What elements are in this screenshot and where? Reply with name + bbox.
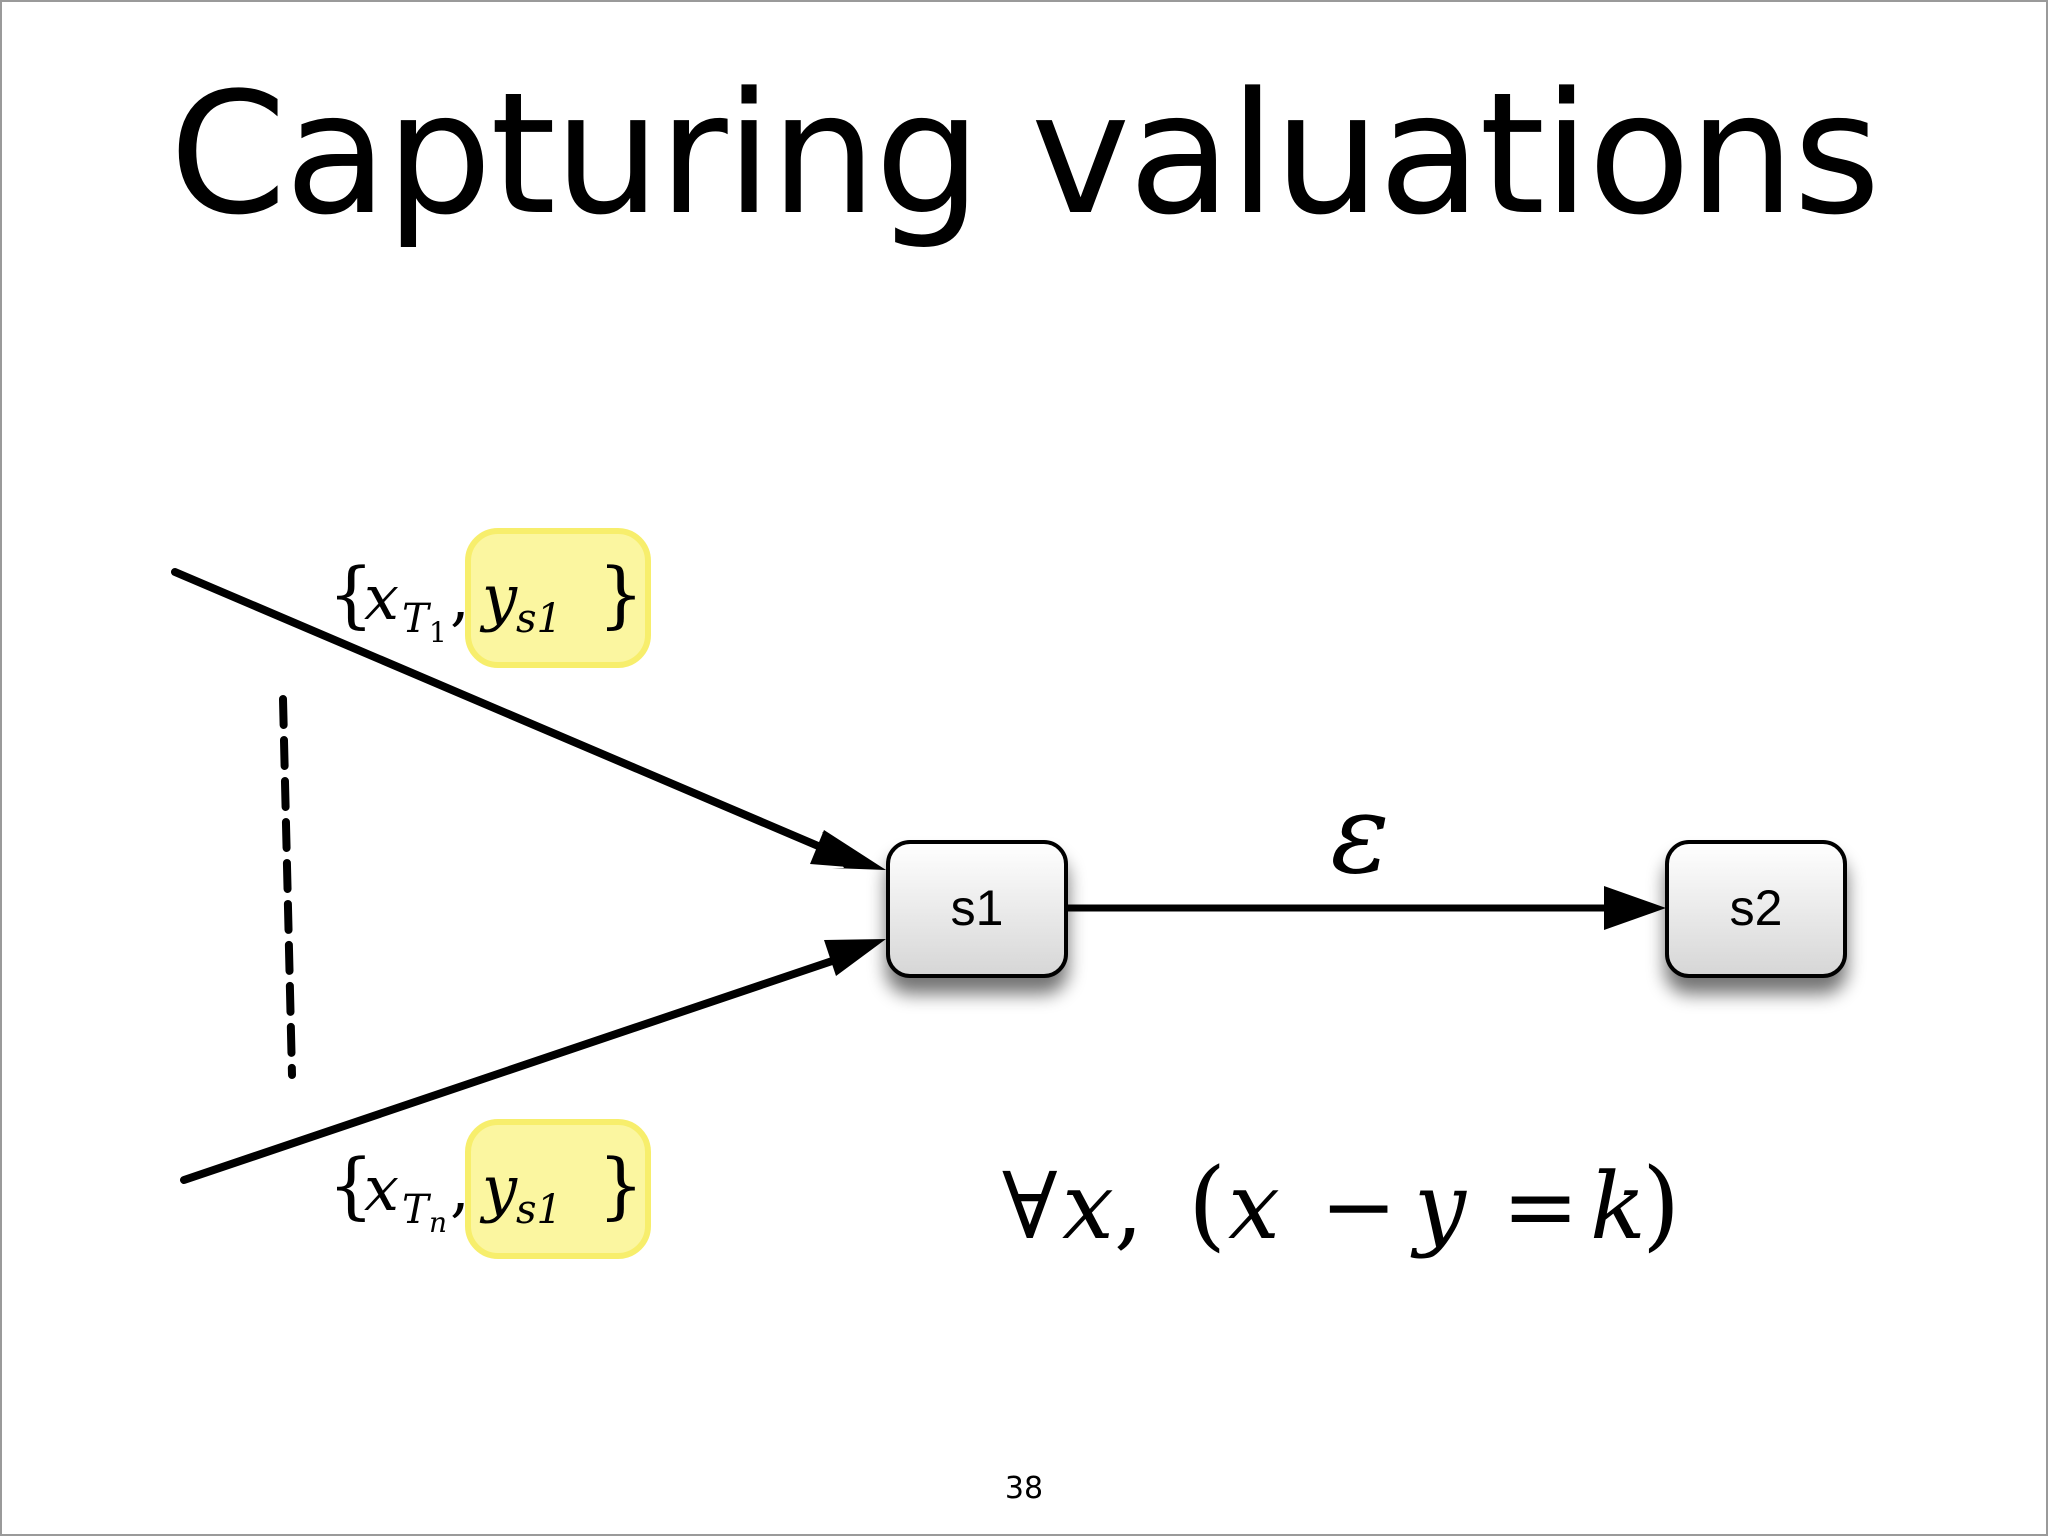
formula-x: x (1228, 1153, 1280, 1260)
node-s1-label: s1 (951, 880, 1004, 936)
highlight-box-bottom (465, 1119, 651, 1259)
node-s1[interactable] (886, 840, 1068, 978)
highlight-box-top (465, 528, 651, 668)
var-y: y (479, 561, 518, 634)
dashed-ellipsis-line (279, 695, 296, 1079)
slide-title: Capturing valuations (169, 56, 1880, 252)
valuation-set-top: { x T 1 , y s1 } (328, 552, 644, 649)
formula-minus: − (1320, 1153, 1397, 1260)
page-number: 38 (1004, 1471, 1044, 1506)
sub-T: T (402, 1187, 432, 1233)
arrowhead-bottom-icon (824, 939, 886, 976)
paren-open: ( (1188, 1148, 1226, 1262)
brace-close: } (598, 552, 644, 636)
formula-k: k (1590, 1153, 1646, 1260)
formula-y: y (1410, 1153, 1467, 1260)
brace-open: { (328, 552, 374, 636)
var-y: y (479, 1152, 518, 1225)
valuation-set-bottom: { x T n , y s1 } (328, 1143, 644, 1239)
sub-T: T (402, 596, 432, 642)
brace-close: } (598, 1143, 644, 1227)
incoming-edge-bottom (180, 953, 848, 1184)
node-s2[interactable] (1665, 840, 1847, 978)
forall-symbol: ∀ (1002, 1153, 1058, 1260)
formula-comma: , (1114, 1153, 1143, 1260)
separator-comma: , (450, 1152, 470, 1225)
sub-s1: s1 (516, 1187, 562, 1233)
sub-s1: s1 (516, 596, 562, 642)
paren-close: ) (1642, 1148, 1680, 1262)
formula-equals: = (1502, 1153, 1579, 1260)
var-x: x (364, 561, 399, 634)
edge-label-epsilon: ε (1330, 770, 1389, 898)
node-s2-label: s2 (1730, 880, 1783, 936)
sub-index: n (429, 1206, 447, 1239)
formula-var: x (1062, 1153, 1114, 1260)
incoming-edge-top (171, 568, 848, 861)
constraint-formula: ∀ x , ( x − y = k ) (1002, 1148, 1680, 1262)
sub-index: 1 (429, 616, 447, 649)
arrowhead-s2-icon (1604, 886, 1666, 930)
brace-open: { (328, 1143, 374, 1227)
separator-comma: , (450, 561, 470, 634)
var-x: x (364, 1152, 399, 1225)
